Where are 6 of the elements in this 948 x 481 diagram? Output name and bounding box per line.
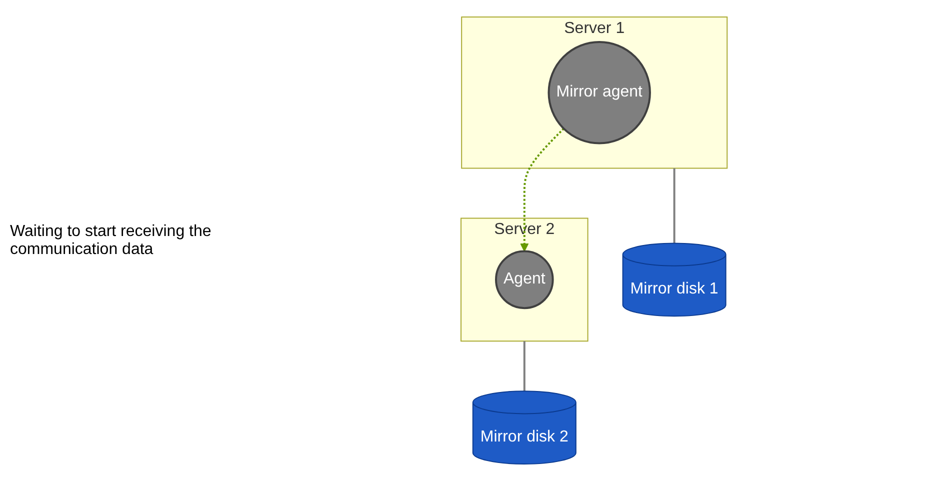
connector [523,341,526,392]
note-text: Waiting to start receiving the communication data [10,222,212,258]
arrow [520,128,564,252]
node-circle: Agent [494,250,554,310]
node-circle: Mirror agent [548,41,651,144]
connector [673,168,676,244]
